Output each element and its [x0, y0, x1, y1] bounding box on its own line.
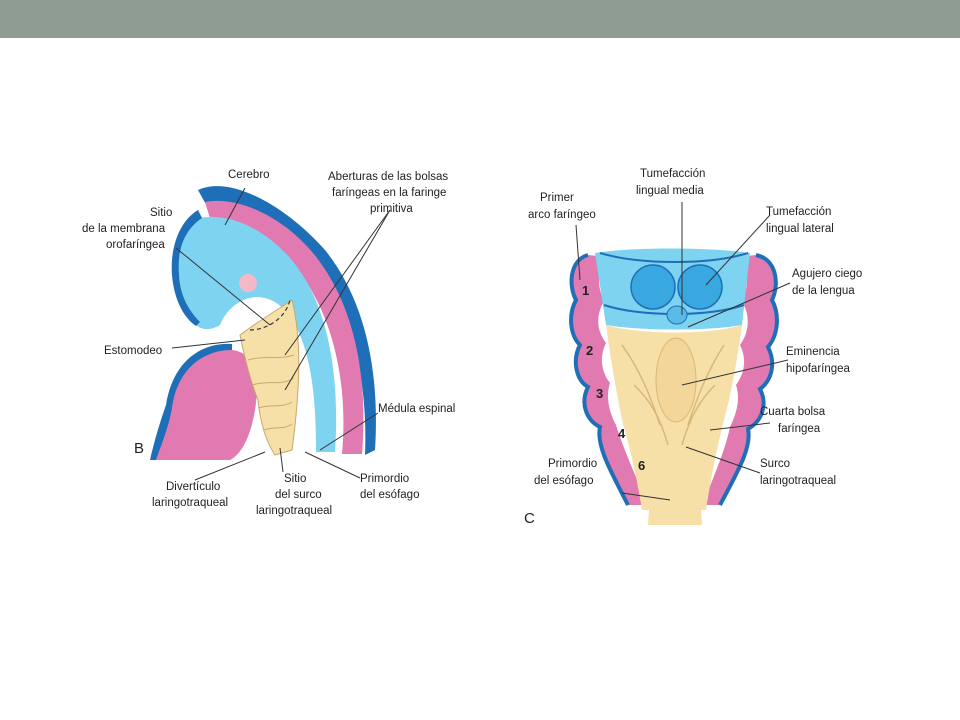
- arch-number-1: 1: [582, 283, 589, 298]
- label-eminencia-1: Eminencia: [786, 346, 840, 358]
- figure-b-sagittal-section: Cerebro Sitio de la membrana orofaríngea…: [80, 150, 466, 544]
- label-tumefaccion-media-2: lingual media: [636, 185, 704, 197]
- label-aberturas-1: Aberturas de las bolsas: [328, 171, 448, 183]
- right-arches: [702, 255, 777, 505]
- arch-number-6: 6: [638, 458, 645, 473]
- arch-number-4: 4: [618, 426, 626, 441]
- label-sitio-membrana-1: Sitio: [150, 207, 172, 219]
- label-cuarta-bolsa-2: faríngea: [778, 423, 821, 435]
- brain-region: [178, 216, 337, 452]
- label-aberturas-3: primitiva: [370, 203, 413, 215]
- label-agujero-1: Agujero ciego: [792, 268, 862, 280]
- label-tumefaccion-lateral-1: Tumefacción: [766, 206, 831, 218]
- primitive-pharynx: [239, 299, 300, 456]
- label-tumefaccion-media-1: Tumefacción: [640, 168, 705, 180]
- label-primer-arco-1: Primer: [540, 192, 574, 204]
- label-cerebro: Cerebro: [228, 169, 270, 181]
- figure-c-pharynx-floor: 1 2 3 4 6 Primer arco faríngeo Tumefacci…: [510, 155, 894, 531]
- orofaringeal-membrane-spot: [239, 274, 257, 292]
- header-bar: [0, 0, 960, 38]
- label-sitio-membrana-2: de la membrana: [82, 223, 166, 235]
- arch-number-3: 3: [596, 386, 603, 401]
- label-primordio-c-1: Primordio: [548, 458, 597, 470]
- lateral-lingual-swelling-right: [677, 264, 723, 310]
- figure-c-illustration: 1 2 3 4 6 Primer arco faríngeo Tumefacci…: [524, 168, 862, 527]
- arch-number-2: 2: [586, 343, 593, 358]
- pericardial-outline: [150, 343, 232, 460]
- panel-letter-c: C: [524, 510, 535, 527]
- label-estomodeo: Estomodeo: [104, 345, 162, 357]
- median-lingual-swelling: [666, 305, 688, 325]
- label-sitio-surco-2: del surco: [275, 489, 322, 501]
- label-sitio-membrana-3: orofaríngea: [106, 239, 165, 251]
- label-primordio-2: del esófago: [360, 489, 419, 501]
- label-primer-arco-2: arco faríngeo: [528, 209, 596, 221]
- label-medula: Médula espinal: [378, 403, 455, 415]
- label-diverticulo-2: laringotraqueal: [152, 497, 228, 509]
- label-sitio-surco-3: laringotraqueal: [256, 505, 332, 517]
- label-surco-2: laringotraqueal: [760, 475, 836, 487]
- label-surco-1: Surco: [760, 458, 790, 470]
- label-diverticulo-1: Divertículo: [166, 481, 220, 493]
- figure-b-illustration: Cerebro Sitio de la membrana orofaríngea…: [82, 169, 455, 517]
- head-outline-left: [171, 210, 202, 326]
- neural-tube-wall: [205, 200, 364, 454]
- lateral-lingual-swelling-left: [630, 264, 676, 310]
- esophagus: [648, 495, 702, 525]
- pericardial-region: [152, 350, 257, 460]
- label-primordio-c-2: del esófago: [534, 475, 593, 487]
- label-primordio-1: Primordio: [360, 473, 409, 485]
- label-sitio-surco-1: Sitio: [284, 473, 306, 485]
- label-aberturas-2: faríngeas en la faringe: [332, 187, 446, 199]
- label-tumefaccion-lateral-2: lingual lateral: [766, 223, 834, 235]
- label-eminencia-2: hipofaríngea: [786, 363, 851, 375]
- label-agujero-2: de la lengua: [792, 285, 855, 297]
- hypopharyngeal-eminence: [655, 337, 697, 423]
- label-cuarta-bolsa-1: Cuarta bolsa: [760, 406, 826, 418]
- left-arches: [571, 255, 648, 505]
- panel-letter-b: B: [134, 440, 144, 457]
